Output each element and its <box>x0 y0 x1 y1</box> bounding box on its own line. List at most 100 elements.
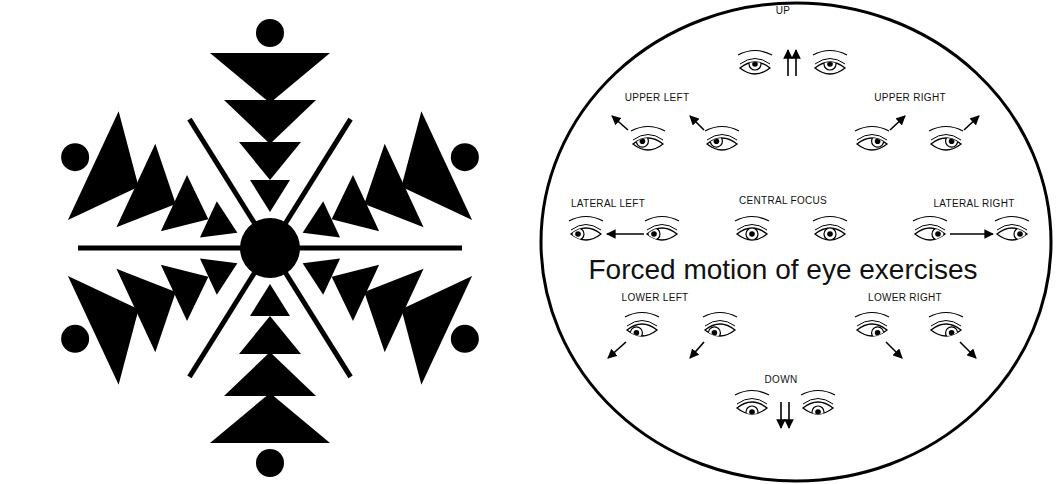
direction-arrow <box>788 402 790 428</box>
direction-arrow <box>690 116 704 130</box>
dot-shape <box>256 19 284 47</box>
direction-label: CENTRAL FOCUS <box>739 196 827 206</box>
eye-drawing <box>703 313 737 339</box>
eye-outline <box>571 228 601 240</box>
eye-drawing <box>929 127 963 151</box>
eyebrow-line <box>855 127 889 132</box>
pupil-dot <box>640 138 646 144</box>
eye-drawing <box>738 51 772 75</box>
pupil-dot <box>949 330 955 336</box>
iris-circle <box>572 228 584 240</box>
triangle-shape <box>161 175 209 231</box>
iris-circle <box>824 228 836 240</box>
direction-arrow <box>608 342 626 358</box>
dot-shape <box>61 143 89 171</box>
iris-circle <box>746 406 758 418</box>
iris-circle <box>648 228 660 240</box>
direction-arrow <box>960 342 976 358</box>
triangle-shape <box>116 269 175 352</box>
triangle-shape <box>210 53 330 103</box>
pupil-dot <box>634 330 640 336</box>
direction-arrow <box>950 233 993 235</box>
eye-drawing <box>735 217 769 241</box>
pupil-dot <box>749 231 755 237</box>
eye-drawing <box>995 217 1029 241</box>
eye-outline <box>737 228 767 240</box>
iris-circle <box>630 327 642 339</box>
eye-drawing <box>735 391 769 419</box>
eye-outline <box>997 228 1027 240</box>
iris-circle <box>749 58 761 70</box>
direction-arrow <box>886 342 902 358</box>
direction-label: LATERAL RIGHT <box>933 199 1014 209</box>
direction-arrow <box>690 342 704 358</box>
direction-label: UPPER LEFT <box>625 93 690 103</box>
triangle-shape <box>224 352 316 396</box>
pupil-dot <box>815 409 821 415</box>
direction-arrow <box>787 50 789 76</box>
eyebrow-line <box>625 313 659 318</box>
triangle-shape <box>210 393 330 443</box>
triangle-shape <box>116 144 175 227</box>
direction-arrow <box>890 116 905 130</box>
triangle-shape <box>332 175 380 231</box>
eye-drawing <box>929 313 963 339</box>
direction-label: LOWER LEFT <box>622 293 689 303</box>
eyebrow-line <box>929 127 963 132</box>
triangle-shape <box>250 180 290 212</box>
eye-drawing <box>645 217 679 241</box>
eye-drawing <box>631 127 665 151</box>
dot-shape <box>61 325 89 353</box>
eye-drawing <box>913 217 947 241</box>
iris-circle <box>872 327 884 339</box>
eye-drawings <box>569 50 1029 428</box>
iris-circle <box>824 58 836 70</box>
pupil-dot <box>949 138 955 144</box>
eyebrow-line <box>929 313 963 318</box>
eyebrow-line <box>813 51 847 56</box>
eyebrow-line <box>913 217 947 222</box>
eye-drawing <box>813 51 847 75</box>
caption-text: Forced motion of eye exercises <box>588 256 977 284</box>
center-dot <box>240 218 300 278</box>
iris-circle <box>1014 228 1026 240</box>
triangle-shape <box>364 269 423 352</box>
triangle-shape <box>364 144 423 227</box>
direction-arrow <box>607 233 644 235</box>
triangle-shape <box>200 201 237 237</box>
pupil-dot <box>875 138 881 144</box>
pupil-dot <box>575 231 581 237</box>
iris-circle <box>708 327 720 339</box>
eyebrow-line <box>631 127 665 132</box>
eyebrow-line <box>801 391 835 396</box>
eyebrow-line <box>813 217 847 222</box>
triangle-shape <box>239 142 301 180</box>
circle-outline <box>538 0 1058 484</box>
pupil-dot <box>749 409 755 415</box>
direction-arrow <box>964 116 979 130</box>
eye-drawing <box>855 313 889 339</box>
eyebrow-line <box>645 217 679 222</box>
pupil-dot <box>827 61 833 67</box>
direction-arrow <box>795 50 797 76</box>
direction-label: UPPER RIGHT <box>874 93 946 103</box>
direction-arrow <box>780 402 782 428</box>
dot-shape <box>451 143 479 171</box>
eyebrow-line <box>735 217 769 222</box>
direction-arrow <box>612 116 628 130</box>
iris-circle <box>872 135 884 147</box>
pupil-dot <box>875 330 881 336</box>
spoke-line <box>189 119 350 377</box>
direction-label: LOWER RIGHT <box>868 293 942 303</box>
eye-drawing <box>569 217 603 241</box>
circle-border <box>541 3 1051 481</box>
eye-drawing <box>705 127 739 151</box>
pupil-dot <box>752 61 758 67</box>
triangle-shape <box>332 265 380 321</box>
iris-circle <box>946 327 958 339</box>
eye-outline <box>815 228 845 240</box>
triangle-shape <box>200 259 237 295</box>
eye-outline <box>647 228 677 240</box>
